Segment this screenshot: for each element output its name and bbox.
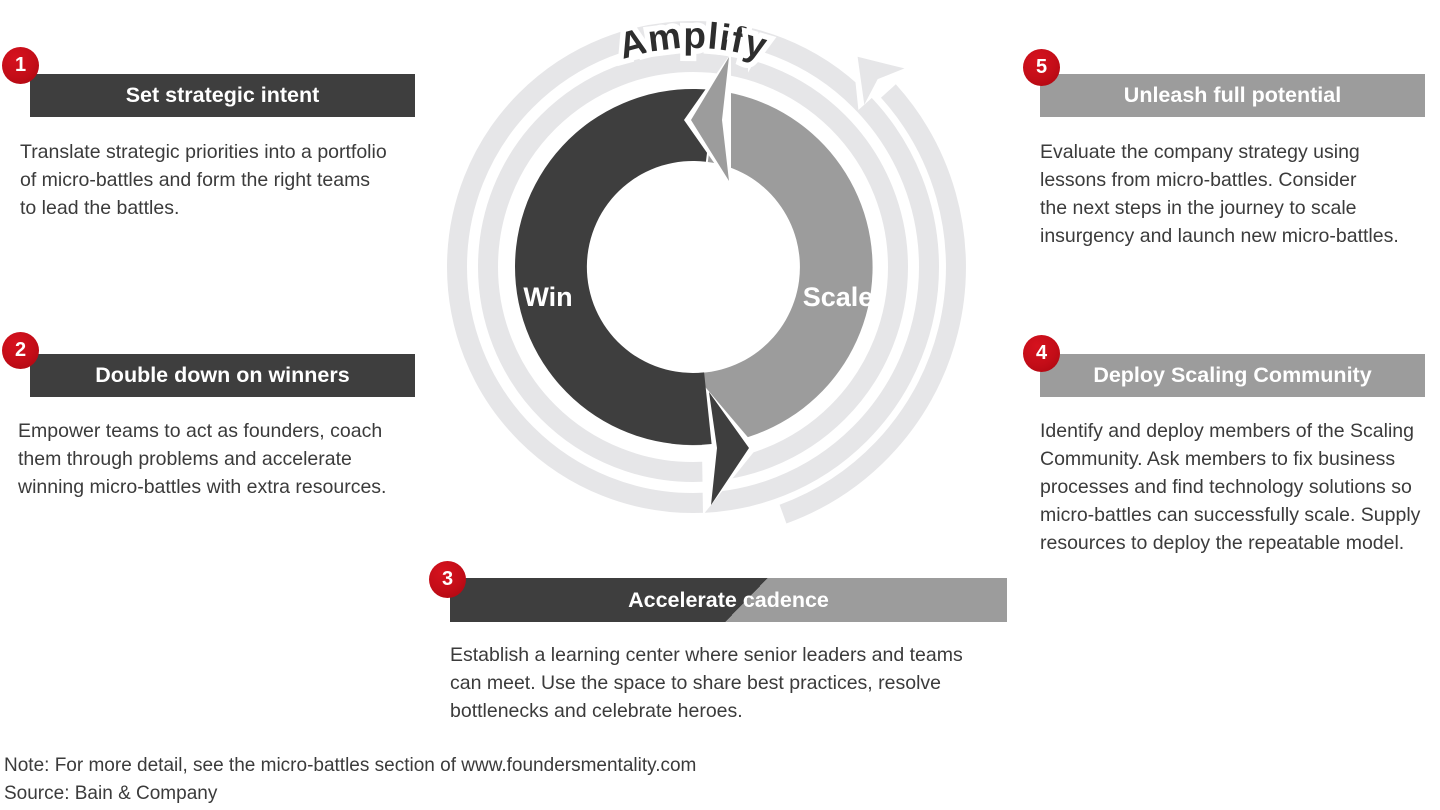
footer-note: Note: For more detail, see the micro-bat… (4, 755, 697, 776)
step-4-title-bar: Deploy Scaling Community (1040, 354, 1425, 397)
step-5-title-bar: Unleash full potential (1040, 74, 1425, 117)
scale-label: Scale (803, 282, 874, 312)
step-1-badge: 1 (2, 47, 39, 84)
step-3-title-bar: Accelerate cadence (450, 578, 1007, 622)
amplify-spiral-arc (779, 84, 966, 524)
scale-arrow-band (671, 90, 873, 446)
footer-source: Source: Bain & Company (4, 783, 218, 804)
step-2-badge: 2 (2, 332, 39, 369)
step-2-description: Empower teams to act as founders, coach … (18, 420, 387, 498)
step-4-description: Identify and deploy members of the Scali… (1040, 420, 1421, 554)
win-arrow-band (515, 88, 715, 445)
amplify-ring-inner (478, 52, 908, 482)
win-label: Win (523, 282, 572, 312)
cycle-graphic: Amplify Win Scale (447, 9, 966, 524)
amplify-ring-outer (447, 21, 939, 513)
step-4-badge: 4 (1023, 335, 1060, 372)
step-1-title-bar: Set strategic intent (30, 74, 415, 117)
step-2-title-bar: Double down on winners (30, 354, 415, 397)
step-3-badge: 3 (429, 561, 466, 598)
step-3-description: Establish a learning center where senior… (450, 644, 963, 722)
win-arrowhead-icon (709, 392, 749, 505)
step-5-description: Evaluate the company strategy using less… (1040, 141, 1399, 247)
amplify-arrowhead-icon (857, 56, 905, 105)
scale-arrowhead-icon (691, 57, 729, 181)
step-1-description: Translate strategic priorities into a po… (20, 141, 387, 219)
step-5-badge: 5 (1023, 49, 1060, 86)
